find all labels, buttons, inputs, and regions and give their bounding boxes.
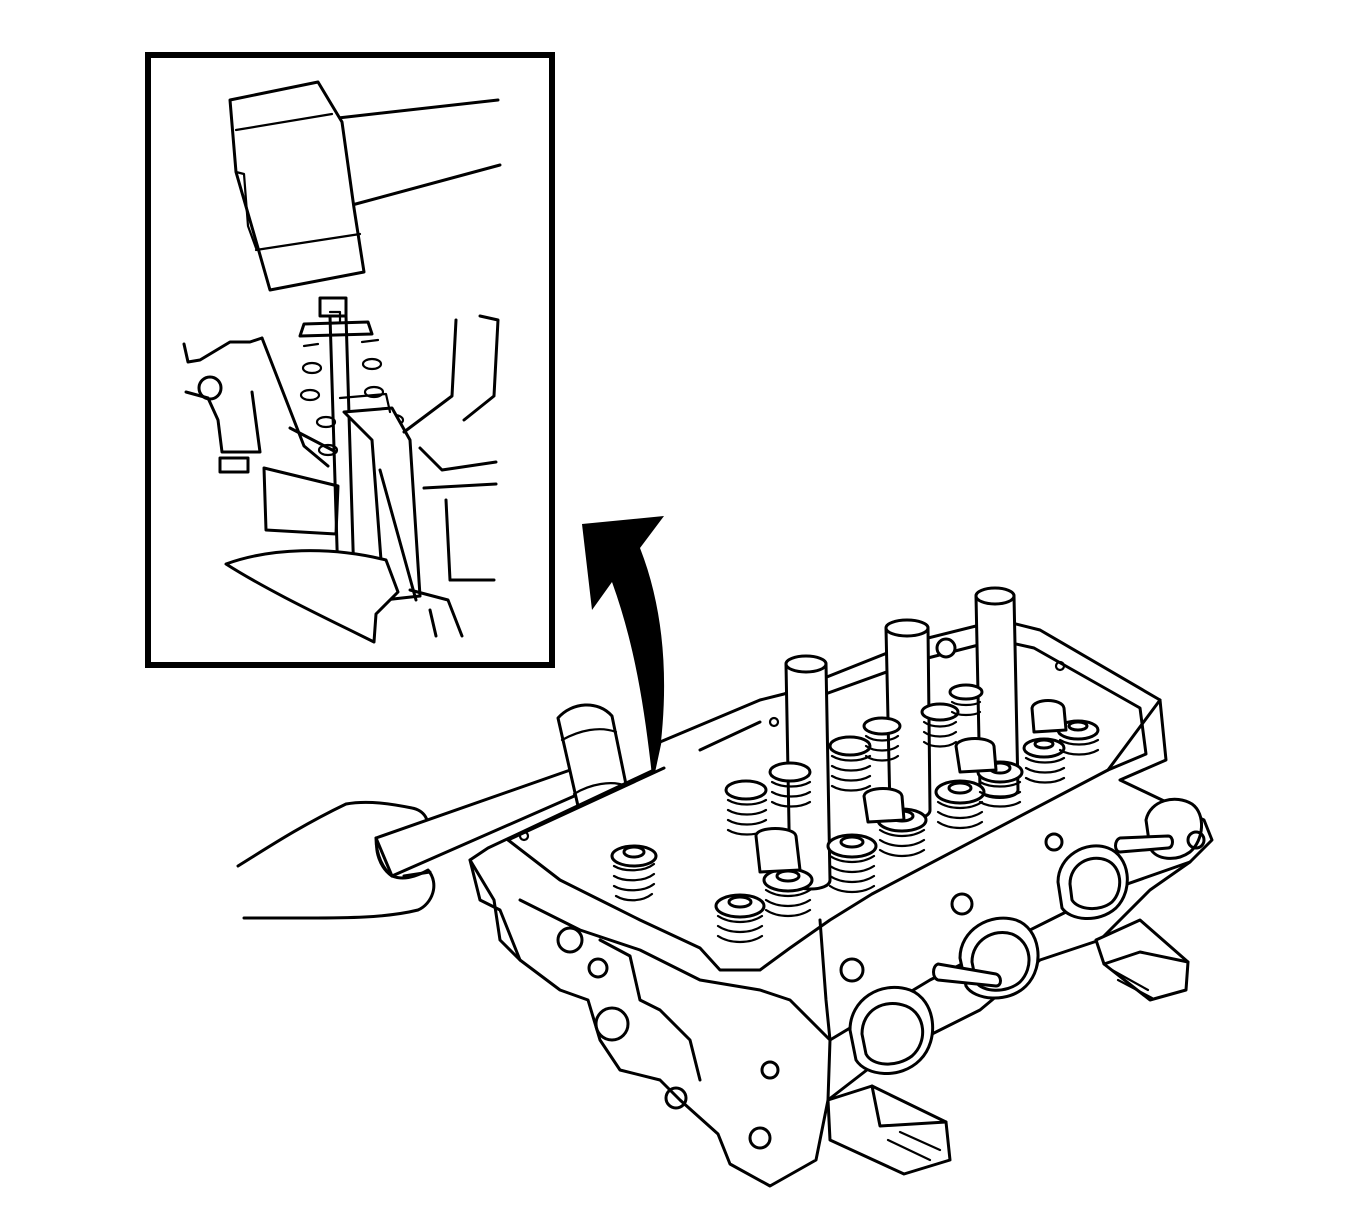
inset-valve-assembly [298, 296, 422, 602]
inset-mallet-icon [228, 80, 502, 292]
front-face [468, 858, 780, 1150]
valve-spring-icon [610, 683, 1100, 944]
wood-block-icon [826, 918, 1190, 1176]
inset-head-section [182, 314, 500, 644]
curved-arrow-icon [582, 516, 665, 850]
cylinder-head-icon [468, 586, 1214, 1188]
ports [839, 797, 1206, 1075]
deck-bosses [518, 637, 1068, 874]
inset-detail [145, 52, 555, 668]
